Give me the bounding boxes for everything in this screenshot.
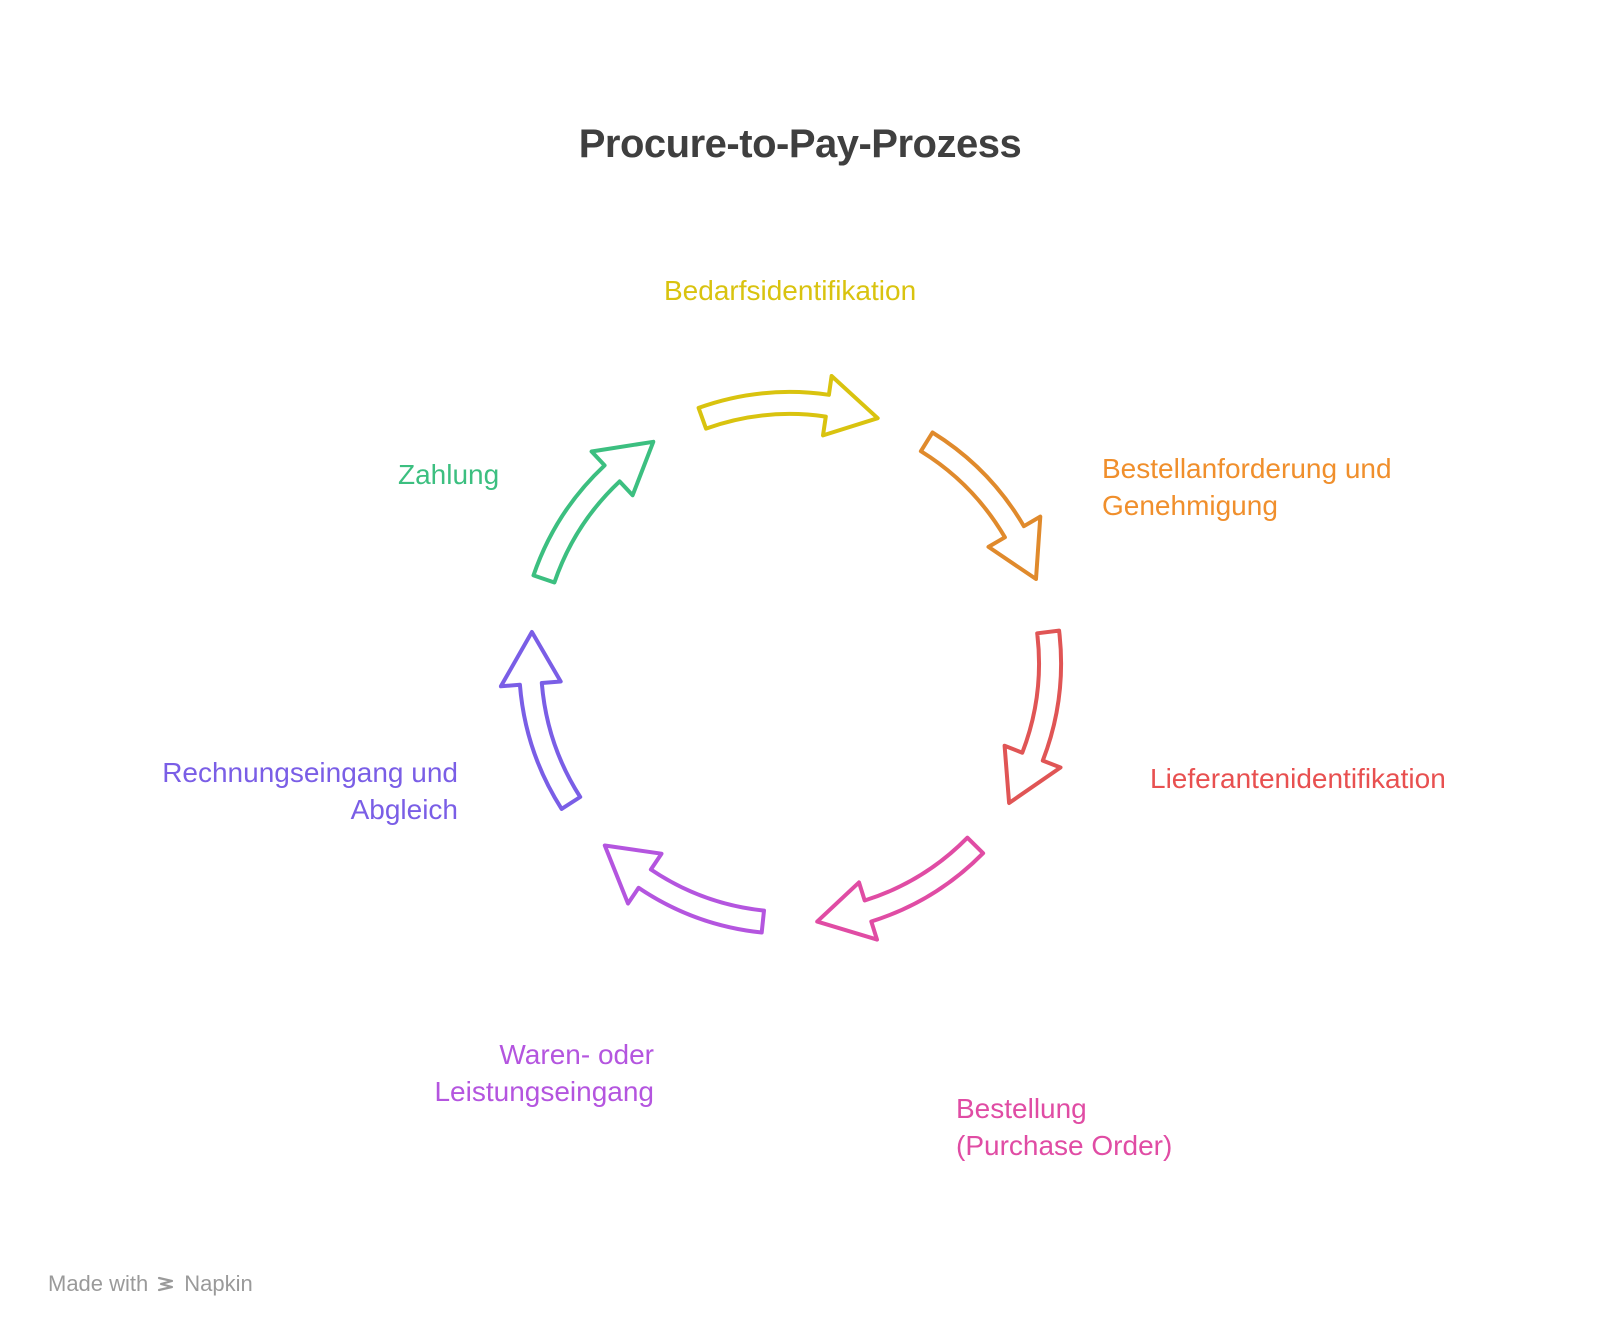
cycle-arrow-bestellanforderung — [918, 430, 1043, 581]
step-label-zahlung: Zahlung — [398, 459, 500, 490]
arrow-shape — [918, 430, 1043, 581]
arrow-shape — [498, 630, 583, 811]
cycle-arrow-rechnung — [498, 630, 583, 811]
diagram-title: Procure-to-Pay-Prozess — [578, 122, 1022, 166]
step-label-bestellanforderung: Bestellanforderung und Genehmigung — [1102, 453, 1392, 521]
made-with-napkin-footer[interactable]: Made with Napkin — [48, 1271, 253, 1297]
step-label-bedarfsidentifikation: Bedarfsidentifikation — [664, 275, 917, 306]
arrow-shape — [602, 843, 766, 935]
arrow-shape — [696, 374, 880, 438]
step-label-lieferantenidentifikation: Lieferantenidentifikation — [1150, 763, 1446, 794]
cycle-arrow-wareneingang — [602, 843, 766, 935]
cycle-arrow-lieferant — [1002, 628, 1063, 805]
cycle-arrow-zahlung — [531, 439, 656, 585]
cycle-arrow-bedarf — [696, 374, 880, 438]
napkin-logo-icon — [158, 1276, 174, 1292]
napkin-brand-text: Napkin — [184, 1271, 253, 1296]
arrow-shape — [815, 835, 986, 942]
cycle-arrow-bestellung — [815, 835, 986, 942]
arrow-shape — [1002, 628, 1063, 805]
step-label-wareneingang: Waren- oder Leistungseingang — [434, 1039, 654, 1107]
step-label-bestellung: Bestellung (Purchase Order) — [956, 1093, 1173, 1161]
arrow-shape — [531, 439, 656, 585]
made-with-text: Made with — [48, 1271, 149, 1296]
step-label-rechnungseingang: Rechnungseingang und Abgleich — [162, 757, 458, 825]
